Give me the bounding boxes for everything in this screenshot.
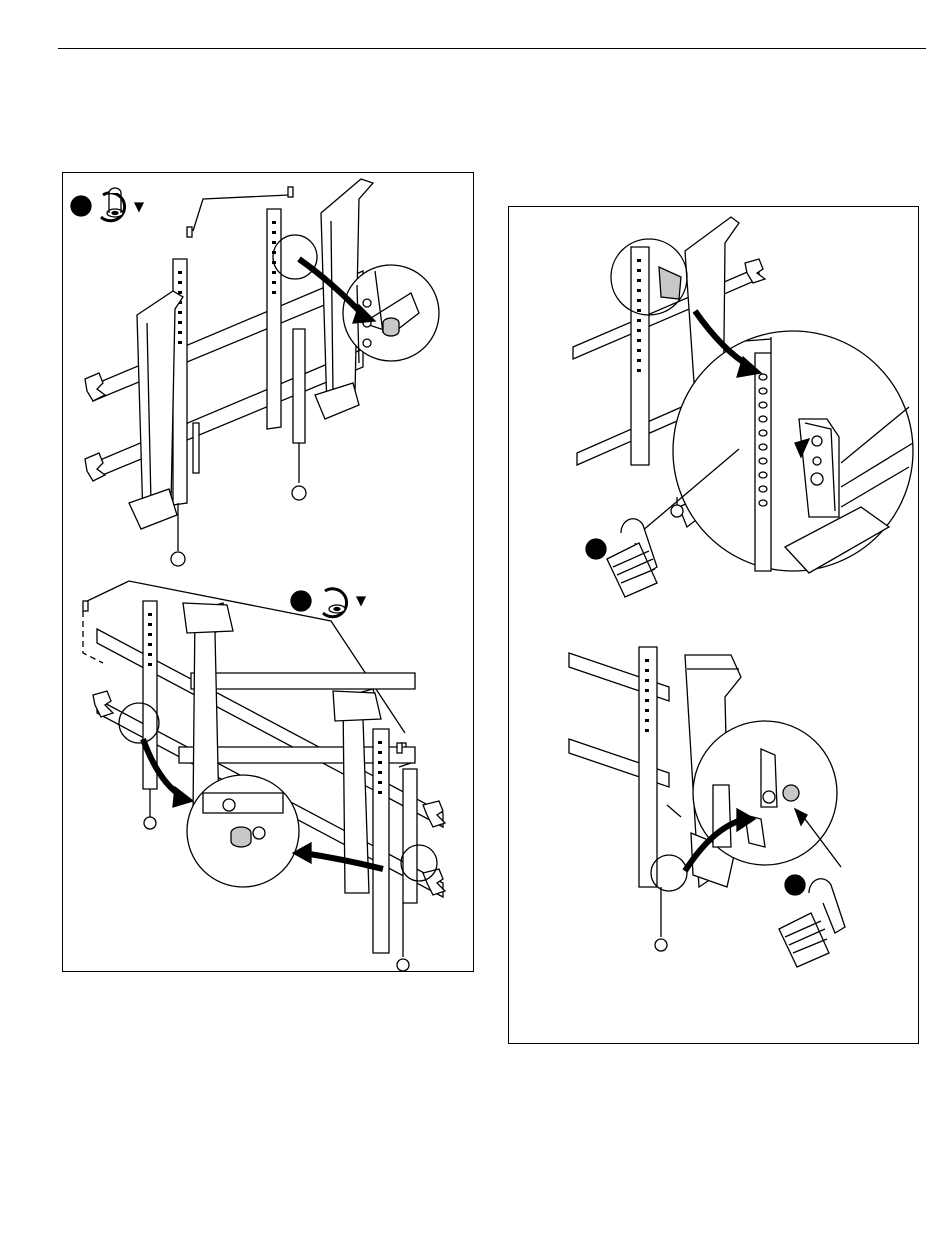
step-bullet-icon bbox=[71, 196, 91, 216]
tighten-screw-icon bbox=[323, 589, 365, 617]
figure-panel-left bbox=[62, 172, 474, 972]
step-bullet-icon bbox=[785, 875, 805, 895]
mount-assembly-illustration-right bbox=[509, 207, 918, 1043]
figure-panel-right bbox=[508, 206, 919, 1044]
detail-callout-top bbox=[673, 331, 913, 571]
step-bullet-icon bbox=[291, 591, 311, 611]
mount-assembly-illustration-left bbox=[63, 173, 473, 971]
tighten-screw-icon bbox=[101, 188, 143, 221]
locking-pin-icon bbox=[607, 519, 657, 597]
step-bullet-icon bbox=[586, 539, 606, 559]
header-rule bbox=[58, 48, 926, 49]
